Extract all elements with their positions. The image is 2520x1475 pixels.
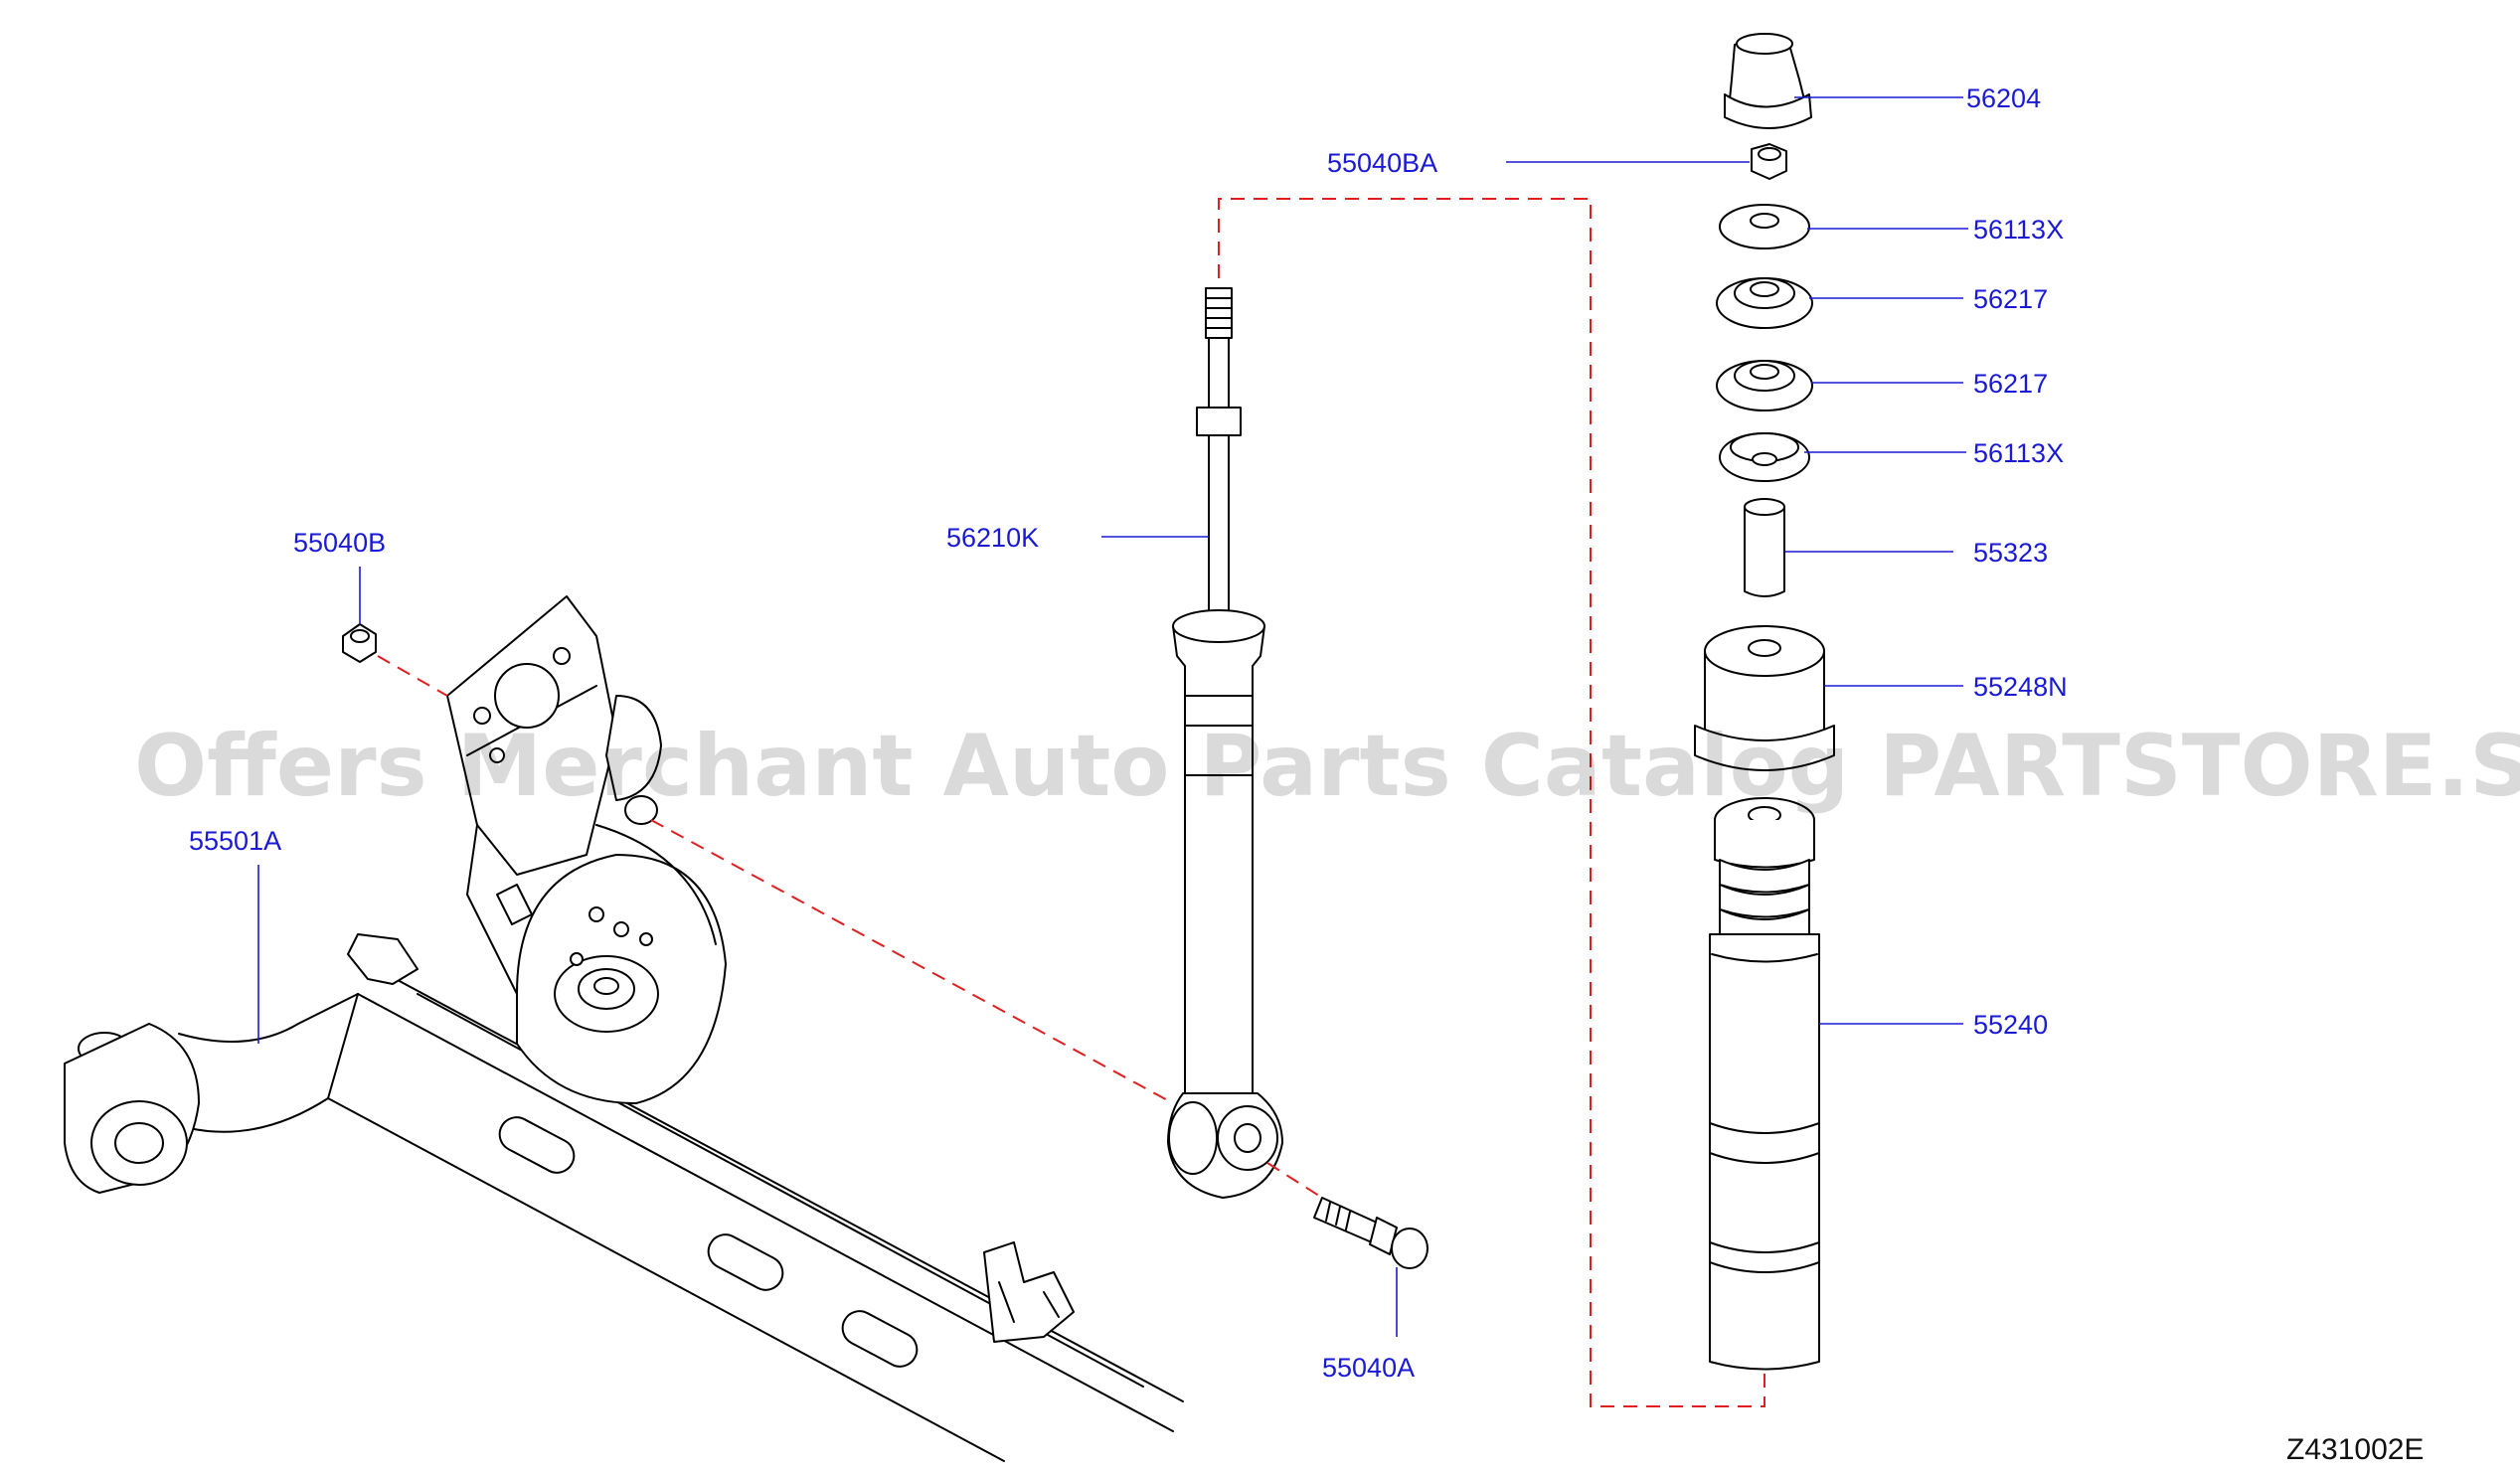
leader-lines bbox=[257, 96, 1968, 1337]
mount-parts-drawing bbox=[1694, 33, 1835, 1371]
part-label-56113x-lower[interactable]: 56113X bbox=[1973, 438, 2064, 468]
diagram-code: Z431002E bbox=[2286, 1433, 2424, 1466]
watermark-text: Offers Merchant Auto Parts Catalog PARTS… bbox=[134, 717, 2520, 816]
bolt-55040a-drawing bbox=[1313, 1197, 1428, 1269]
part-label-56217-upper[interactable]: 56217 bbox=[1973, 284, 2048, 314]
assembly-guide-lines bbox=[377, 198, 1765, 1407]
part-labels: 56204 55040BA 56113X 56217 56217 56113X … bbox=[189, 83, 2068, 1383]
part-label-55323[interactable]: 55323 bbox=[1973, 538, 2048, 568]
part-label-56217-lower[interactable]: 56217 bbox=[1973, 369, 2048, 399]
part-label-55040a[interactable]: 55040A bbox=[1322, 1353, 1415, 1383]
part-label-55501a[interactable]: 55501A bbox=[189, 826, 281, 856]
part-label-56204[interactable]: 56204 bbox=[1966, 83, 2041, 113]
rear-axle-beam-drawing bbox=[64, 595, 1184, 1462]
part-label-56210k[interactable]: 56210K bbox=[946, 523, 1039, 553]
nut-55040b-drawing bbox=[342, 623, 377, 663]
part-label-55240[interactable]: 55240 bbox=[1973, 1010, 2048, 1040]
part-label-56113x-upper[interactable]: 56113X bbox=[1973, 215, 2064, 245]
part-label-55040b[interactable]: 55040B bbox=[293, 528, 386, 558]
shock-absorber-drawing bbox=[1167, 287, 1283, 1199]
part-label-55040ba[interactable]: 55040BA bbox=[1327, 148, 1437, 178]
part-label-55248n[interactable]: 55248N bbox=[1973, 672, 2068, 702]
